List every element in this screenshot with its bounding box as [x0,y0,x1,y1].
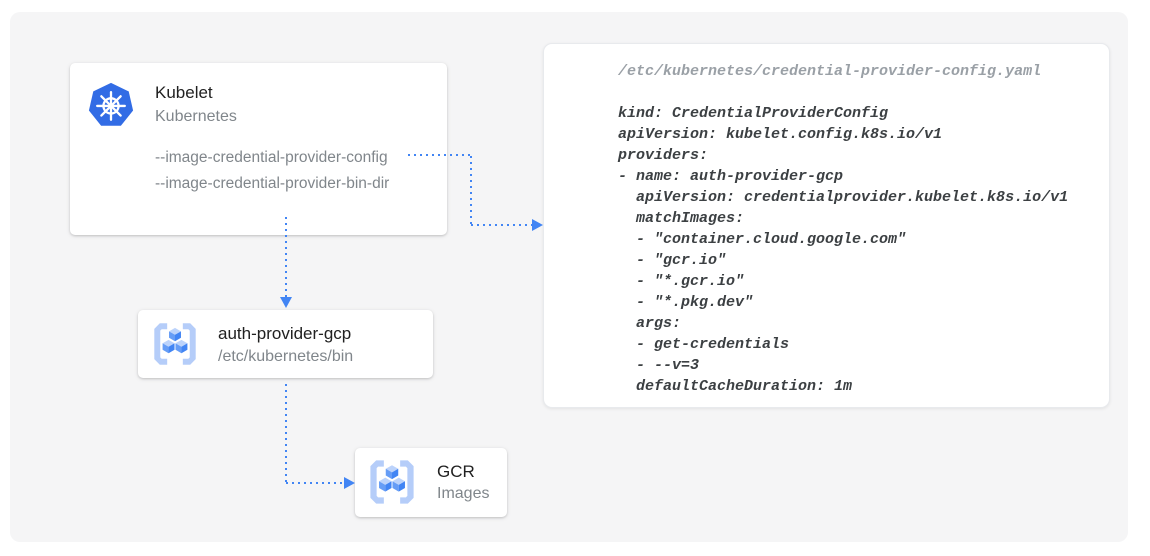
arrowhead-right [532,219,543,231]
arrow-config-to-yaml-segment [471,224,532,226]
yaml-content: kind: CredentialProviderConfig apiVersio… [618,105,1069,395]
auth-provider-title: auth-provider-gcp [218,324,352,343]
kubelet-flags: --image-credential-provider-config --ima… [155,145,389,196]
gcr-registry-icon [154,323,196,365]
gcr-title: GCR [437,462,475,481]
kubelet-node: Kubelet Kubernetes --image-credential-pr… [70,63,447,235]
auth-provider-path: /etc/kubernetes/bin [218,348,354,365]
auth-provider-gcp-node: auth-provider-gcp /etc/kubernetes/bin [138,310,433,378]
flag-image-credential-provider-bin-dir: --image-credential-provider-bin-dir [155,174,390,192]
kubelet-title: Kubelet [155,83,213,102]
gcr-subtitle: Images [437,485,490,502]
yaml-config-panel: /etc/kubernetes/credential-provider-conf… [543,43,1110,408]
flag-image-credential-provider-config: --image-credential-provider-config [155,149,388,166]
kubernetes-icon [88,82,134,126]
gcr-node: GCR Images [355,448,507,517]
arrow-auth-to-gcr-segment [285,384,287,483]
yaml-file-path: /etc/kubernetes/credential-provider-conf… [618,63,1042,80]
arrow-kubelet-to-auth-segment [285,217,287,297]
arrowhead-right [344,477,355,489]
arrow-auth-to-gcr-segment [286,482,345,484]
arrowhead-down [280,297,292,308]
kubelet-subtitle: Kubernetes [155,108,237,125]
arrow-config-to-yaml-segment [470,156,472,225]
arrow-config-to-yaml-segment [408,154,472,156]
gcr-registry-icon [370,460,414,504]
diagram-canvas: Kubelet Kubernetes --image-credential-pr… [10,12,1128,542]
